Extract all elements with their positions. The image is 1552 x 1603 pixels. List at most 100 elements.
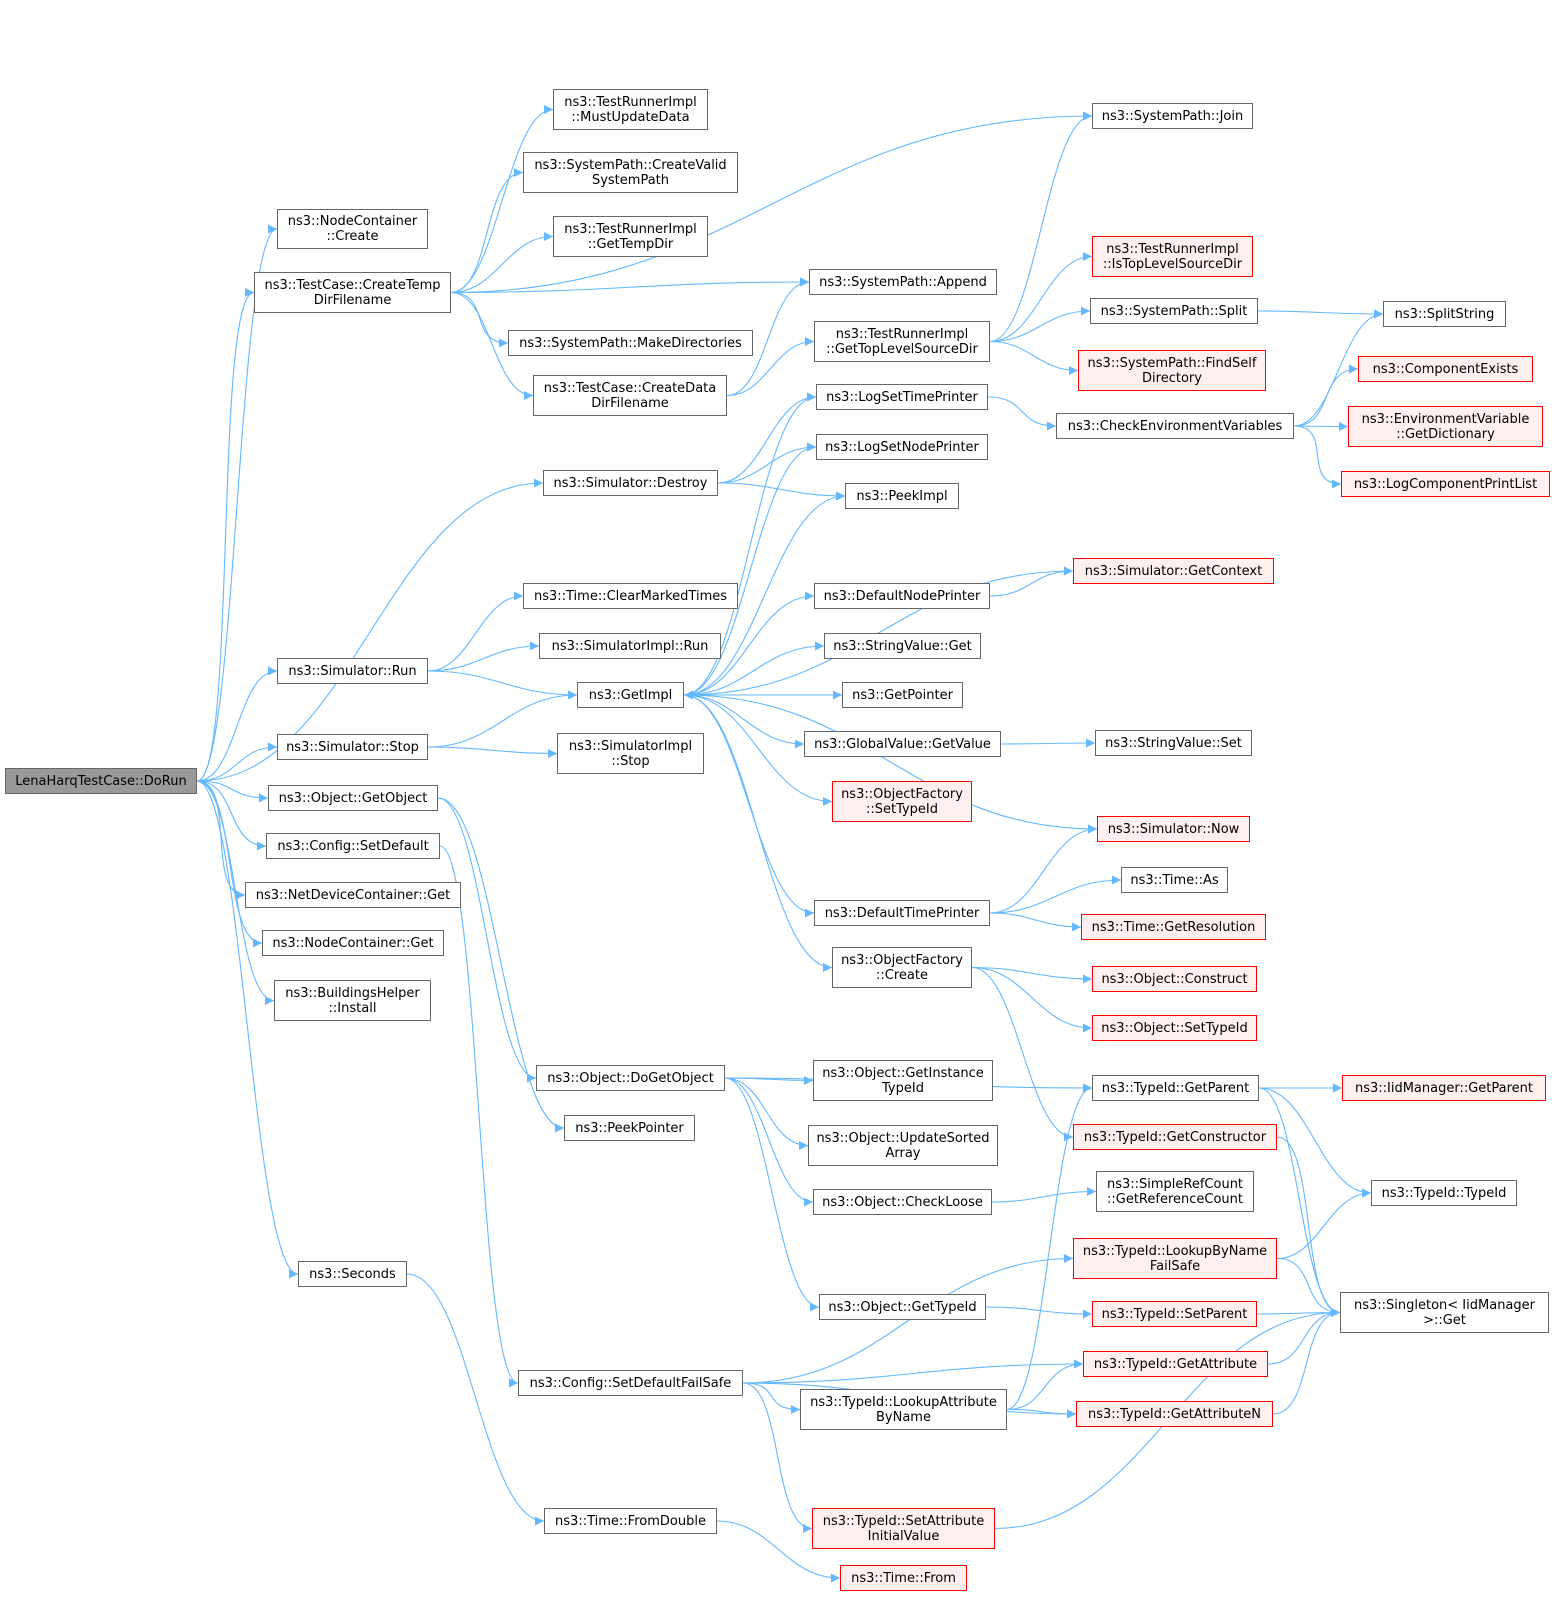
node-simulatorimpl-stop[interactable]: ns3::SimulatorImpl ::Stop <box>557 733 704 774</box>
node-simulator-run[interactable]: ns3::Simulator::Run <box>277 658 428 684</box>
edge-n56-n69 <box>1258 1087 1341 1317</box>
edge-n2-n13 <box>450 168 524 294</box>
node-typeid-lookupattributebyname[interactable]: ns3::TypeId::LookupAttribute ByName <box>800 1389 1007 1430</box>
node-environmentvariable-getdictionary[interactable]: ns3::EnvironmentVariable ::GetDictionary <box>1348 406 1543 447</box>
node-globalvalue-getvalue[interactable]: ns3::GlobalValue::GetValue <box>804 731 1001 757</box>
node-config-setdefault[interactable]: ns3::Config::SetDefault <box>266 833 440 859</box>
node-object-getinstancetypeid[interactable]: ns3::Object::GetInstance TypeId <box>813 1060 993 1101</box>
node-iidmanager-getparent[interactable]: ns3::IidManager::GetParent <box>1342 1075 1546 1101</box>
node-time-getresolution[interactable]: ns3::Time::GetResolution <box>1081 914 1266 940</box>
node-simulator-stop[interactable]: ns3::Simulator::Stop <box>277 734 428 760</box>
node-testrunnerimpl-gettoplevelsourcedir[interactable]: ns3::TestRunnerImpl ::GetTopLevelSourceD… <box>814 321 990 362</box>
node-object-getobject[interactable]: ns3::Object::GetObject <box>268 785 438 811</box>
node-logcomponentprintlist[interactable]: ns3::LogComponentPrintList <box>1341 471 1550 497</box>
node-typeid-getparent[interactable]: ns3::TypeId::GetParent <box>1092 1075 1259 1101</box>
node-simulator-destroy[interactable]: ns3::Simulator::Destroy <box>543 470 718 496</box>
edge-n6-n21 <box>437 797 537 1083</box>
node-typeid-getattributen[interactable]: ns3::TypeId::GetAttributeN <box>1076 1401 1273 1427</box>
node-time-fromdouble[interactable]: ns3::Time::FromDouble <box>544 1508 717 1534</box>
node-nodecontainer-create[interactable]: ns3::NodeContainer ::Create <box>277 209 428 249</box>
node-stringvalue-set[interactable]: ns3::StringValue::Set <box>1095 730 1252 756</box>
node-peekpointer[interactable]: ns3::PeekPointer <box>564 1115 695 1141</box>
node-systempath-join[interactable]: ns3::SystemPath::Join <box>1092 103 1253 129</box>
node-stringvalue-get[interactable]: ns3::StringValue::Get <box>824 633 981 659</box>
node-object-updatesortedarray[interactable]: ns3::Object::UpdateSorted Array <box>808 1125 998 1166</box>
edge-n23-n41 <box>742 1382 801 1414</box>
node-systempath-makedirectories[interactable]: ns3::SystemPath::MakeDirectories <box>508 330 753 356</box>
edge-n19-n28 <box>683 442 817 696</box>
edge-n57-n69 <box>1276 1136 1341 1317</box>
edge-n0-n9 <box>196 780 263 948</box>
edge-n19-n34 <box>683 694 833 806</box>
node-checkenvironmentvariables[interactable]: ns3::CheckEnvironmentVariables <box>1056 413 1294 439</box>
node-testcase-createtempdirfilename[interactable]: ns3::TestCase::CreateTemp DirFilename <box>254 272 451 313</box>
node-time-from[interactable]: ns3::Time::From <box>840 1565 967 1591</box>
node-testcase-createdatadirfilename[interactable]: ns3::TestCase::CreateData DirFilename <box>533 375 727 416</box>
node-objectfactory-create[interactable]: ns3::ObjectFactory ::Create <box>832 947 972 988</box>
node-getimpl[interactable]: ns3::GetImpl <box>577 682 684 708</box>
edge-n11-n24 <box>406 1273 545 1526</box>
node-typeid-getattribute[interactable]: ns3::TypeId::GetAttribute <box>1083 1351 1268 1377</box>
node-time-clearmarkedtimes[interactable]: ns3::Time::ClearMarkedTimes <box>523 583 738 609</box>
edge-n2-n14 <box>450 232 554 294</box>
edge-n19-n30 <box>683 591 815 696</box>
node-getpointer[interactable]: ns3::GetPointer <box>842 682 963 708</box>
edge-n62-n69 <box>1272 1308 1341 1415</box>
node-systempath-append[interactable]: ns3::SystemPath::Append <box>809 269 997 295</box>
node-simulatorimpl-run[interactable]: ns3::SimulatorImpl::Run <box>539 633 721 659</box>
node-singleton-iidmanager-get[interactable]: ns3::Singleton< IidManager >::Get <box>1340 1292 1549 1333</box>
node-typeid-lookupbynamefailsafe[interactable]: ns3::TypeId::LookupByName FailSafe <box>1073 1238 1277 1279</box>
node-systempath-findselfdirectory[interactable]: ns3::SystemPath::FindSelf Directory <box>1078 350 1266 391</box>
node-typeid-setparent[interactable]: ns3::TypeId::SetParent <box>1092 1301 1257 1327</box>
edge-n4-n18 <box>427 641 540 672</box>
node-buildingshelper-install[interactable]: ns3::BuildingsHelper ::Install <box>274 980 431 1021</box>
node-defaultnodeprinter[interactable]: ns3::DefaultNodePrinter <box>814 583 990 609</box>
node-nodecontainer-get[interactable]: ns3::NodeContainer::Get <box>262 930 444 956</box>
node-object-checkloose[interactable]: ns3::Object::CheckLoose <box>813 1189 992 1215</box>
edge-n0-n1 <box>196 224 278 782</box>
node-logsetnodeprinter[interactable]: ns3::LogSetNodePrinter <box>816 434 988 460</box>
node-systempath-createvalidsystempath[interactable]: ns3::SystemPath::CreateValid SystemPath <box>523 152 738 193</box>
node-simulator-getcontext[interactable]: ns3::Simulator::GetContext <box>1073 558 1274 584</box>
node-seconds[interactable]: ns3::Seconds <box>298 1261 407 1287</box>
edge-n0-n5 <box>196 742 278 782</box>
node-systempath-split[interactable]: ns3::SystemPath::Split <box>1090 298 1258 324</box>
node-time-as[interactable]: ns3::Time::As <box>1121 867 1228 893</box>
edge-n39-n58 <box>991 1187 1097 1203</box>
node-testrunnerimpl-gettempdir[interactable]: ns3::TestRunnerImpl ::GetTempDir <box>553 216 708 257</box>
node-object-dogetobject[interactable]: ns3::Object::DoGetObject <box>536 1065 725 1091</box>
edge-n46-n63 <box>1257 309 1384 319</box>
node-object-construct[interactable]: ns3::Object::Construct <box>1092 966 1257 992</box>
node-typeid-typeid[interactable]: ns3::TypeId::TypeId <box>1371 1180 1517 1206</box>
edge-n26-n44 <box>989 111 1093 343</box>
node-object-settypeid[interactable]: ns3::Object::SetTypeId <box>1092 1015 1257 1041</box>
edge-n26-n45 <box>989 252 1093 343</box>
node-simplerefcount-getreferencecount[interactable]: ns3::SimpleRefCount ::GetReferenceCount <box>1096 1171 1254 1212</box>
edge-n0-n7 <box>196 780 267 851</box>
edge-n5-n20 <box>427 746 558 758</box>
edge-n40-n60 <box>985 1306 1093 1319</box>
node-typeid-setattributeinitialvalue[interactable]: ns3::TypeId::SetAttribute InitialValue <box>812 1508 995 1549</box>
edge-n21-n39 <box>724 1077 814 1207</box>
edge-n26-n47 <box>989 340 1079 375</box>
node-config-setdefaultfailsafe[interactable]: ns3::Config::SetDefaultFailSafe <box>518 1370 743 1396</box>
node-splitstring[interactable]: ns3::SplitString <box>1383 301 1506 327</box>
edge-n35-n53 <box>989 912 1082 932</box>
edge-n16-n25 <box>726 277 810 397</box>
edge-n2-n15 <box>450 291 509 348</box>
node-simulator-now[interactable]: ns3::Simulator::Now <box>1097 816 1250 842</box>
node-testrunnerimpl-istoplevelsourcedir[interactable]: ns3::TestRunnerImpl ::IsTopLevelSourceDi… <box>1092 236 1253 277</box>
node-object-gettypeid[interactable]: ns3::Object::GetTypeId <box>819 1294 986 1320</box>
node-peekimpl[interactable]: ns3::PeekImpl <box>845 483 959 509</box>
node-componentexists[interactable]: ns3::ComponentExists <box>1358 356 1533 382</box>
node-netdevicecontainer-get[interactable]: ns3::NetDeviceContainer::Get <box>245 882 461 908</box>
node-objectfactory-settypeid[interactable]: ns3::ObjectFactory ::SetTypeId <box>832 781 972 822</box>
edge-n19-n36 <box>683 694 833 972</box>
edge-n26-n46 <box>989 306 1091 343</box>
node-testrunnerimpl-mustupdatedata[interactable]: ns3::TestRunnerImpl ::MustUpdateData <box>553 89 708 130</box>
node-logsettimeprinter[interactable]: ns3::LogSetTimePrinter <box>816 384 988 410</box>
node-typeid-getconstructor[interactable]: ns3::TypeId::GetConstructor <box>1073 1124 1277 1150</box>
edge-n4-n17 <box>427 591 524 672</box>
node-defaulttimeprinter[interactable]: ns3::DefaultTimePrinter <box>814 900 990 926</box>
